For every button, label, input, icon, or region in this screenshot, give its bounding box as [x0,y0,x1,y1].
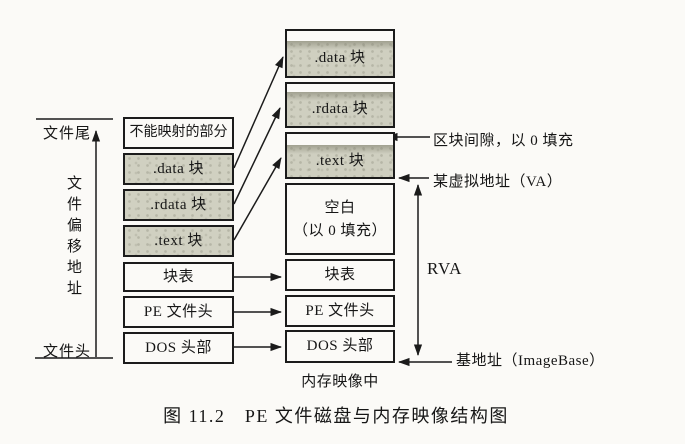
image-base-annotation: 基地址（ImageBase） [456,353,605,369]
mem-box-rdata-section: .rdata 块 [285,82,395,128]
mem-box-text-section: .text 块 [285,132,395,179]
section-data-area: .data 块 [287,41,393,76]
disk-box-label: PE 文件头 [143,303,214,320]
mem-box-section-table: 块表 [285,259,395,291]
virtual-address-annotation: 某虚拟地址（VA） [433,174,563,190]
mem-box-label: .data 块 [314,50,366,66]
mem-box-label-line2: （以 0 填充） [292,222,387,239]
section-data-area: .text 块 [287,145,393,177]
mem-box-dos-header: DOS 头部 [285,330,395,363]
disk-box-label: .rdata 块 [150,196,207,213]
map-arrow-data-section [233,56,284,169]
file-head-label: 文件头 [43,344,92,360]
mem-box-label-line1: 空白 [324,199,356,216]
disk-box-text-section: .text 块 [123,225,234,257]
memory-column-footer: 内存映像中 [301,374,379,390]
mem-box-data-section: .data 块 [285,29,395,78]
file-tail-label: 文件尾 [43,126,92,142]
disk-box-label: 不能映射的部分 [129,125,228,140]
mem-box-label: PE 文件头 [305,302,375,319]
disk-box-section-table: 块表 [123,262,234,292]
mem-box-label: .text 块 [315,152,365,169]
map-arrow-rdata-section [233,107,281,205]
disk-box-rdata-section: .rdata 块 [123,189,234,221]
disk-box-data-section: .data 块 [123,153,234,185]
disk-box-label: DOS 头部 [145,339,212,356]
rva-annotation: RVA [427,259,463,278]
disk-box-unmappable: 不能映射的部分 [123,117,234,149]
disk-box-pe-header: PE 文件头 [123,296,234,328]
mem-box-pe-header: PE 文件头 [285,295,395,327]
mem-box-label: DOS 头部 [306,338,374,354]
section-data-area: .rdata 块 [287,92,393,126]
mem-box-blank: 空白 （以 0 填充） [285,183,395,255]
disk-box-label: .data 块 [153,160,204,177]
mem-box-label: .rdata 块 [311,100,369,117]
map-arrow-text-section [233,157,282,241]
figure-caption: 图 11.2 PE 文件磁盘与内存映像结构图 [163,406,509,426]
disk-box-label: 块表 [162,268,194,285]
disk-box-label: .text 块 [154,232,203,249]
disk-box-dos-header: DOS 头部 [123,332,234,364]
mem-box-label: 块表 [324,266,356,283]
section-gap-annotation: 区块间隙，以 0 填充 [433,133,574,149]
file-offset-axis-label: 文件偏移地址 [66,176,82,297]
